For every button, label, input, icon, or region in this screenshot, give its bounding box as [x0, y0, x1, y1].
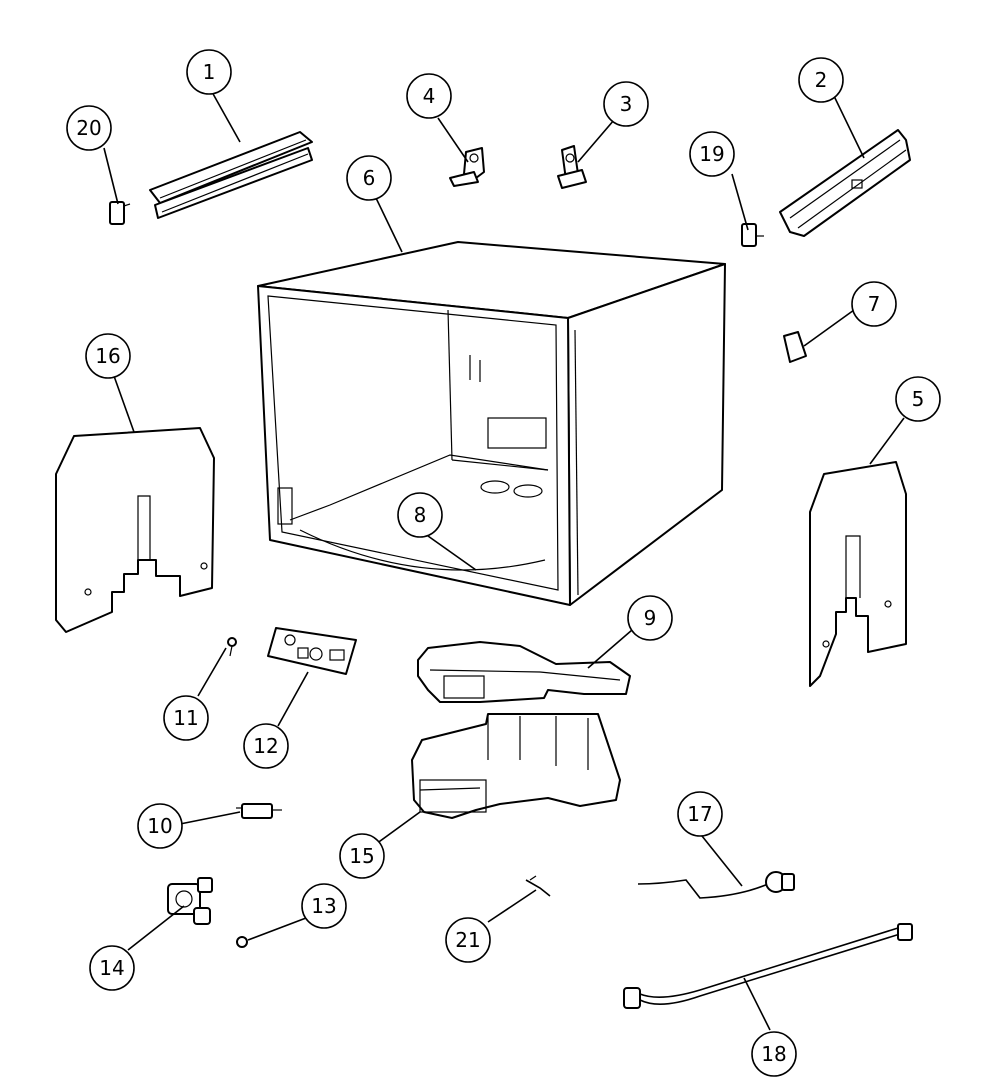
- callout-5-label: 5: [912, 387, 925, 411]
- callout-14: 14: [89, 945, 135, 991]
- part-10-sensor: [236, 803, 282, 819]
- callout-8: 8: [397, 492, 443, 538]
- part-6-tub-cabinet: [257, 241, 726, 606]
- part-1-rail: [149, 131, 313, 219]
- callout-2: 2: [798, 57, 844, 103]
- callout-9: 9: [627, 595, 673, 641]
- callout-21-label: 21: [455, 928, 480, 952]
- part-20-clip: [109, 201, 131, 225]
- part-4-bracket: [449, 147, 485, 187]
- callout-12-label: 12: [253, 734, 278, 758]
- callout-11-label: 11: [173, 706, 198, 730]
- callout-7: 7: [851, 281, 897, 327]
- part-3-bracket: [557, 145, 587, 189]
- callout-7-label: 7: [868, 292, 881, 316]
- callout-17: 17: [677, 791, 723, 837]
- part-15-base: [411, 713, 621, 819]
- callout-13-label: 13: [311, 894, 336, 918]
- leader-lines: [103, 91, 905, 1031]
- callout-1-label: 1: [203, 60, 216, 84]
- callout-5: 5: [895, 376, 941, 422]
- callout-8-label: 8: [414, 503, 427, 527]
- callout-20: 20: [66, 105, 112, 151]
- callout-17-label: 17: [687, 802, 712, 826]
- part-7-clip: [783, 331, 807, 363]
- part-2-rail: [779, 129, 911, 237]
- part-11-fastener: [227, 637, 237, 657]
- callout-16-label: 16: [95, 344, 120, 368]
- callout-19: 19: [689, 131, 735, 177]
- callout-19-label: 19: [699, 142, 724, 166]
- callout-16: 16: [85, 333, 131, 379]
- callout-12: 12: [243, 723, 289, 769]
- part-18-drain-hose: [623, 923, 913, 1009]
- callout-1: 1: [186, 49, 232, 95]
- part-5-side-panel: [809, 461, 907, 687]
- part-9-manifold: [417, 641, 631, 703]
- callout-3-label: 3: [620, 92, 633, 116]
- part-19-clip: [741, 223, 764, 247]
- part-16-side-panel: [55, 427, 215, 633]
- callout-9-label: 9: [644, 606, 657, 630]
- part-14-inlet-valve: [167, 877, 213, 925]
- callout-10: 10: [137, 803, 183, 849]
- part-21-wire: [525, 875, 551, 897]
- part-12-control-board: [267, 627, 357, 675]
- part-13-grommet: [236, 936, 248, 948]
- callout-10-label: 10: [147, 814, 172, 838]
- part-17-hose: [637, 871, 795, 899]
- callout-4: 4: [406, 73, 452, 119]
- callout-4-label: 4: [423, 84, 436, 108]
- callout-14-label: 14: [99, 956, 124, 980]
- callout-15-label: 15: [349, 844, 374, 868]
- callout-11: 11: [163, 695, 209, 741]
- callout-13: 13: [301, 883, 347, 929]
- callout-6-label: 6: [363, 166, 376, 190]
- callout-18: 18: [751, 1031, 797, 1077]
- callout-15: 15: [339, 833, 385, 879]
- callout-3: 3: [603, 81, 649, 127]
- callout-18-label: 18: [761, 1042, 786, 1066]
- callout-20-label: 20: [76, 116, 101, 140]
- callout-21: 21: [445, 917, 491, 963]
- callout-6: 6: [346, 155, 392, 201]
- callout-2-label: 2: [815, 68, 828, 92]
